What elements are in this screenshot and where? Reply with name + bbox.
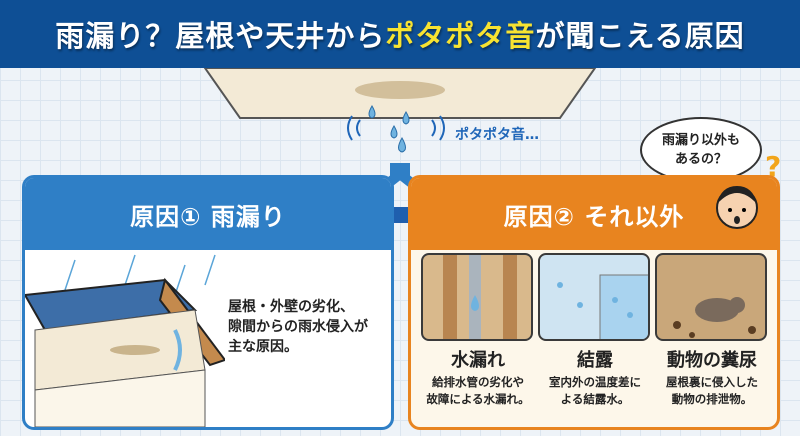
speech-bubble: 雨漏り以外も あるの？	[640, 117, 762, 183]
worried-person-icon	[716, 186, 758, 229]
title-part2: が聞こえる原因	[535, 19, 745, 53]
question-mark-icon: ?	[765, 150, 782, 183]
water-leak-desc: 給排水管の劣化や故障による水漏れ。	[414, 374, 542, 408]
title-highlight: ポタポタ音	[385, 19, 536, 53]
water-leak-panel	[421, 253, 533, 341]
bubble-line1: 雨漏り以外も	[661, 133, 740, 148]
cause1-line: 隙間からの雨水侵入が	[228, 319, 368, 335]
animal-droppings-panel	[655, 253, 767, 341]
desc-line: 給排水管の劣化や	[432, 375, 524, 389]
bubble-line2: あるの？	[674, 152, 727, 167]
cause1-heading: 原因① 雨漏り	[25, 178, 391, 250]
condensation-panel	[538, 253, 650, 341]
ceiling-leak-illustration	[203, 68, 597, 188]
animal-droppings-desc: 屋根裏に侵入した動物の排泄物。	[648, 374, 776, 408]
title-part1: 雨漏り？屋根や天井から	[55, 19, 386, 53]
animal-droppings-title: 動物の糞尿	[667, 350, 757, 371]
split-arrow-icon	[320, 195, 480, 235]
condensation-desc: 室内外の温度差による結露水。	[531, 374, 659, 408]
roof-rain-illustration	[25, 254, 225, 427]
desc-line: よる結露水。	[560, 392, 630, 406]
desc-line: 故障による水漏れ。	[426, 392, 530, 406]
sound-label: ポタポタ音…	[455, 127, 539, 143]
water-leak-title: 水漏れ	[451, 350, 505, 371]
desc-line: 屋根裏に侵入した	[666, 375, 758, 389]
cause1-line: 主な原因。	[228, 339, 298, 355]
desc-line: 動物の排泄物。	[671, 392, 753, 406]
cause2-heading: 原因② それ以外	[411, 178, 777, 250]
page-title: 雨漏り？屋根や天井からポタポタ音が聞こえる原因	[0, 0, 800, 68]
cause1-line: 屋根・外壁の劣化、	[228, 299, 354, 315]
cause1-description: 屋根・外壁の劣化、 隙間からの雨水侵入が 主な原因。	[228, 297, 368, 357]
desc-line: 室内外の温度差に	[549, 375, 641, 389]
condensation-title: 結露	[577, 350, 613, 371]
